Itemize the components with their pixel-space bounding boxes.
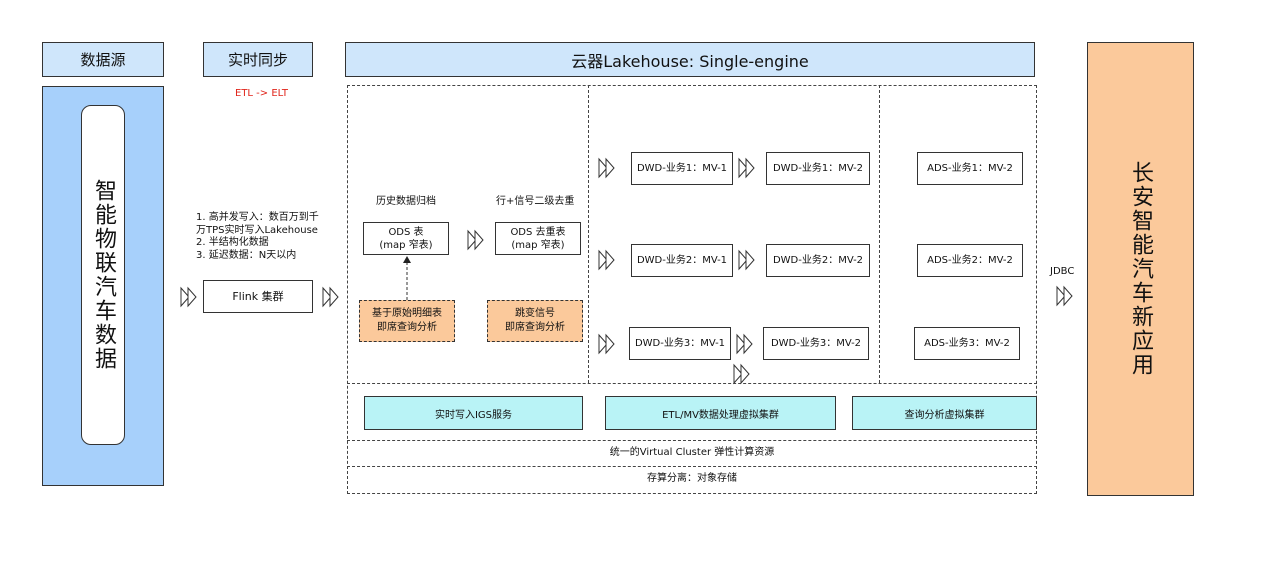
dwd-b2-mv1: DWD-业务2：MV-1 xyxy=(631,244,733,277)
note-raw-detail-line1: 基于原始明细表 xyxy=(372,308,442,319)
note-raw-detail-line2: 即席查询分析 xyxy=(377,322,437,333)
divider-ods-dwd xyxy=(588,85,589,383)
iot-source-box: 智能物联汽车数据 xyxy=(81,105,125,445)
arrow-dwd-row3-in xyxy=(598,334,615,354)
sync-note-2: 万TPS实时写入Lakehouse xyxy=(196,224,318,236)
ods-dedup-title: ODS 去重表 xyxy=(510,226,566,238)
header-lakehouse: 云器Lakehouse: Single-engine xyxy=(345,42,1035,77)
arrow-dwd-row2-mid xyxy=(738,250,755,270)
note-jump-signal-line2: 即席查询分析 xyxy=(505,322,565,333)
note-jump-signal-query: 跳变信号 即席查询分析 xyxy=(487,300,583,342)
ods-table-box: ODS 表 (map 窄表) xyxy=(363,222,449,255)
ads-b3-mv2: ADS-业务3：MV-2 xyxy=(914,327,1020,360)
arrow-dwd-row1-in xyxy=(598,158,615,178)
arrow-dwd-row1-mid xyxy=(738,158,755,178)
sync-note-1: 1. 高并发写入：数百万到千 xyxy=(196,212,319,223)
arrow-to-compute xyxy=(733,364,750,384)
flink-cluster-box: Flink 集群 xyxy=(203,280,313,313)
dwd-b1-mv2: DWD-业务1：MV-2 xyxy=(766,152,870,185)
changan-app-box: 长安智能汽车新应用 xyxy=(1087,42,1194,496)
storage-label: 存算分离：对象存储 xyxy=(647,473,737,484)
ods-dedup-subtitle: (map 窄表) xyxy=(511,239,565,251)
header-realtime-sync: 实时同步 xyxy=(203,42,313,77)
sync-note-3: 2. 半结构化数据 xyxy=(196,237,269,248)
ads-b1-mv2: ADS-业务1：MV-2 xyxy=(917,152,1023,185)
lakehouse-container xyxy=(347,85,1037,494)
etl-mv-cluster-box: ETL/MV数据处理虚拟集群 xyxy=(605,396,836,430)
virtual-cluster-label: 统一的Virtual Cluster 弹性计算资源 xyxy=(609,447,775,458)
dwd-b2-mv2: DWD-业务2：MV-2 xyxy=(766,244,870,277)
arrow-ods-to-dedup xyxy=(467,230,484,250)
dwd-b1-mv1: DWD-业务1：MV-1 xyxy=(631,152,733,185)
divider-vc xyxy=(347,440,1037,441)
etl-elt-label: ETL -> ELT xyxy=(235,88,288,99)
ads-b2-mv2: ADS-业务2：MV-2 xyxy=(917,244,1023,277)
dwd-b3-mv2: DWD-业务3：MV-2 xyxy=(763,327,869,360)
divider-compute xyxy=(347,383,1037,384)
dashed-arrow-up xyxy=(403,256,411,300)
header-data-source: 数据源 xyxy=(42,42,164,77)
jdbc-label: JDBC xyxy=(1050,266,1075,277)
arrow-flink-to-lakehouse xyxy=(322,287,339,307)
note-raw-detail-query: 基于原始明细表 即席查询分析 xyxy=(359,300,455,342)
sync-notes: 1. 高并发写入：数百万到千 万TPS实时写入Lakehouse 2. 半结构化… xyxy=(196,212,319,262)
igs-service-box: 实时写入IGS服务 xyxy=(364,396,583,430)
arrow-dwd-row2-in xyxy=(598,250,615,270)
ods-table-title: ODS 表 xyxy=(388,226,424,238)
history-archive-label: 历史数据归档 xyxy=(376,196,436,207)
ods-table-subtitle: (map 窄表) xyxy=(379,239,433,251)
dwd-b3-mv1: DWD-业务3：MV-1 xyxy=(629,327,731,360)
sync-note-4: 3. 延迟数据：N天以内 xyxy=(196,249,297,261)
arrow-source-to-flink xyxy=(180,287,197,307)
divider-storage xyxy=(347,466,1037,467)
divider-dwd-ads xyxy=(879,85,880,383)
ods-dedup-box: ODS 去重表 (map 窄表) xyxy=(495,222,581,255)
arrow-to-app xyxy=(1056,286,1073,306)
dedup-label: 行+信号二级去重 xyxy=(496,196,575,207)
arrow-dwd-row3-mid xyxy=(736,334,753,354)
query-cluster-box: 查询分析虚拟集群 xyxy=(852,396,1037,430)
note-jump-signal-line1: 跳变信号 xyxy=(515,308,555,319)
